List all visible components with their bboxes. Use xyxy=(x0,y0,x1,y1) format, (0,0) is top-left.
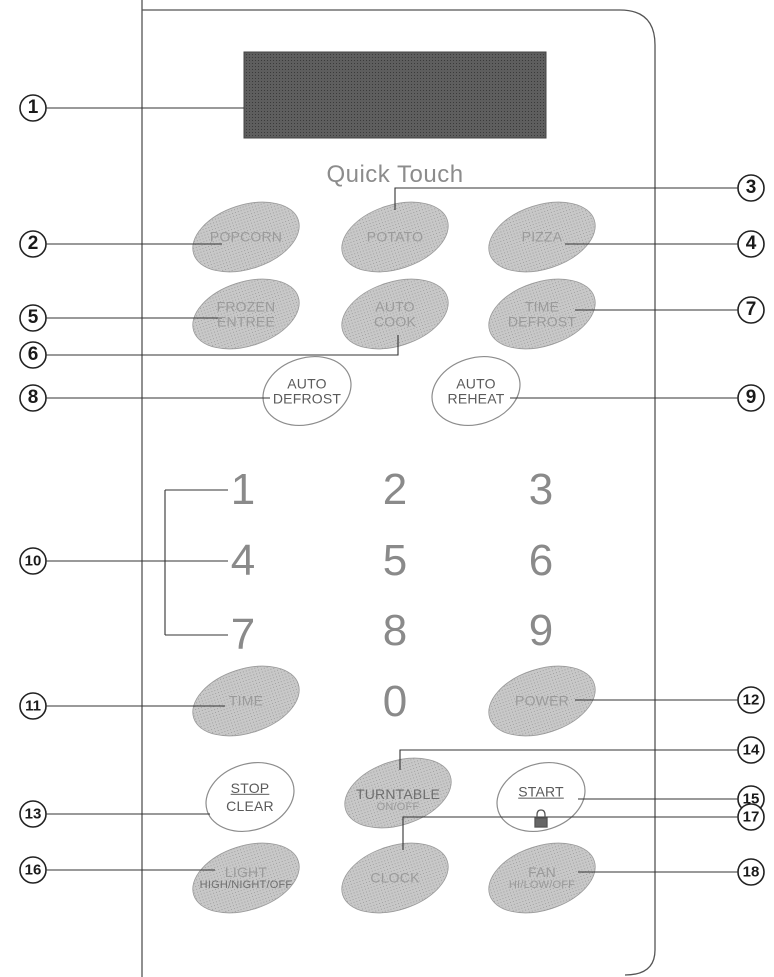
pizza-label: PIZZA xyxy=(521,228,563,245)
stop-clear-label: STOP CLEAR xyxy=(226,781,274,813)
callout-15: 15 xyxy=(742,790,760,808)
fan-line-2: HI/LOW/OFF xyxy=(508,878,576,891)
lock-icon xyxy=(534,809,548,828)
auto-cook-line-2: COOK xyxy=(373,313,417,329)
popcorn-button-shape[interactable] xyxy=(184,190,308,285)
clock-label: CLOCK xyxy=(370,869,420,886)
callout-3: 3 xyxy=(745,177,757,198)
callout-12: 12 xyxy=(742,691,760,709)
callout-14: 14 xyxy=(742,741,760,759)
callout-10: 10 xyxy=(24,552,42,570)
digit-9[interactable]: 9 xyxy=(528,606,554,655)
time-button-shape[interactable] xyxy=(184,654,308,749)
callout-9: 9 xyxy=(745,387,757,408)
leader-line-3 xyxy=(394,187,738,210)
stop-line: STOP xyxy=(230,779,270,796)
clear-line: CLEAR xyxy=(226,797,274,814)
start-label: START xyxy=(518,783,564,800)
turntable-line-1: TURNTABLE xyxy=(356,785,440,802)
digit-5[interactable]: 5 xyxy=(382,536,408,585)
power-button-shape[interactable] xyxy=(480,654,604,749)
auto-defrost-label: AUTO DEFROST xyxy=(273,376,341,405)
start-line: START xyxy=(518,783,564,800)
auto-reheat-line-2: REHEAT xyxy=(447,390,505,406)
auto-cook-line-1: AUTO xyxy=(375,298,415,315)
digit-1[interactable]: 1 xyxy=(230,465,256,514)
frozen-entree-line-1: FROZEN xyxy=(216,298,276,315)
potato-label: POTATO xyxy=(366,228,424,245)
digit-7[interactable]: 7 xyxy=(230,610,256,659)
popcorn-label: POPCORN xyxy=(209,228,283,245)
callout-2: 2 xyxy=(27,233,39,254)
time-defrost-button-shape[interactable] xyxy=(480,267,604,362)
time-defrost-line-2: DEFROST xyxy=(507,313,577,329)
callout-17: 17 xyxy=(742,808,760,826)
leader-line-6 xyxy=(46,335,399,356)
time-defrost-line-1: TIME xyxy=(524,298,560,315)
callout-18: 18 xyxy=(742,863,760,881)
digit-3[interactable]: 3 xyxy=(528,465,554,514)
callout-11: 11 xyxy=(25,697,41,715)
callout-8: 8 xyxy=(27,387,39,408)
auto-defrost-line-1: AUTO xyxy=(287,375,327,392)
turntable-label: TURNTABLE ON/OFF xyxy=(356,787,440,813)
time-defrost-label: TIME DEFROST xyxy=(508,299,576,328)
callout-6: 6 xyxy=(27,344,39,365)
time-label: TIME xyxy=(228,692,264,709)
power-label: POWER xyxy=(515,692,569,709)
frozen-entree-button-shape[interactable] xyxy=(184,267,308,362)
potato-button-shape[interactable] xyxy=(333,190,457,285)
callout-7: 7 xyxy=(745,299,757,320)
light-line-2: HIGH/NIGHT/OFF xyxy=(199,878,293,891)
start-button-shape[interactable] xyxy=(488,752,594,843)
turntable-button-shape[interactable] xyxy=(336,746,460,841)
fan-label: FAN HI/LOW/OFF xyxy=(509,865,575,891)
callout-5: 5 xyxy=(27,307,39,328)
auto-reheat-label: AUTO REHEAT xyxy=(448,376,505,405)
light-button-shape[interactable] xyxy=(184,831,308,926)
light-line-1: LIGHT xyxy=(224,863,268,880)
leader-line-10 xyxy=(46,489,228,636)
display-window xyxy=(243,51,547,139)
callout-16: 16 xyxy=(24,861,42,879)
clock-button-shape[interactable] xyxy=(333,831,457,926)
frozen-entree-line-2: ENTREE xyxy=(216,313,275,329)
pizza-button-shape[interactable] xyxy=(480,190,604,285)
frozen-entree-label: FROZEN ENTREE xyxy=(217,299,276,328)
auto-cook-button-shape[interactable] xyxy=(333,267,457,362)
digit-4[interactable]: 4 xyxy=(230,536,256,585)
stop-clear-button-shape[interactable] xyxy=(197,752,303,843)
digit-2[interactable]: 2 xyxy=(382,465,408,514)
digit-8[interactable]: 8 xyxy=(382,606,408,655)
callout-1: 1 xyxy=(27,97,39,118)
auto-defrost-button-shape[interactable] xyxy=(254,346,360,437)
auto-reheat-line-1: AUTO xyxy=(456,375,496,392)
light-label: LIGHT HIGH/NIGHT/OFF xyxy=(200,865,293,891)
callout-4: 4 xyxy=(745,233,757,254)
auto-cook-label: AUTO COOK xyxy=(374,299,416,328)
digit-0[interactable]: 0 xyxy=(382,677,408,726)
callout-13: 13 xyxy=(24,805,42,823)
quick-touch-title: Quick Touch xyxy=(326,161,464,188)
fan-line-1: FAN xyxy=(528,863,556,880)
fan-button-shape[interactable] xyxy=(480,831,604,926)
turntable-line-2: ON/OFF xyxy=(376,800,420,813)
auto-defrost-line-2: DEFROST xyxy=(272,390,342,406)
auto-reheat-button-shape[interactable] xyxy=(423,346,529,437)
leader-line-17 xyxy=(402,816,738,850)
digit-6[interactable]: 6 xyxy=(528,536,554,585)
leader-line-14 xyxy=(399,749,738,770)
